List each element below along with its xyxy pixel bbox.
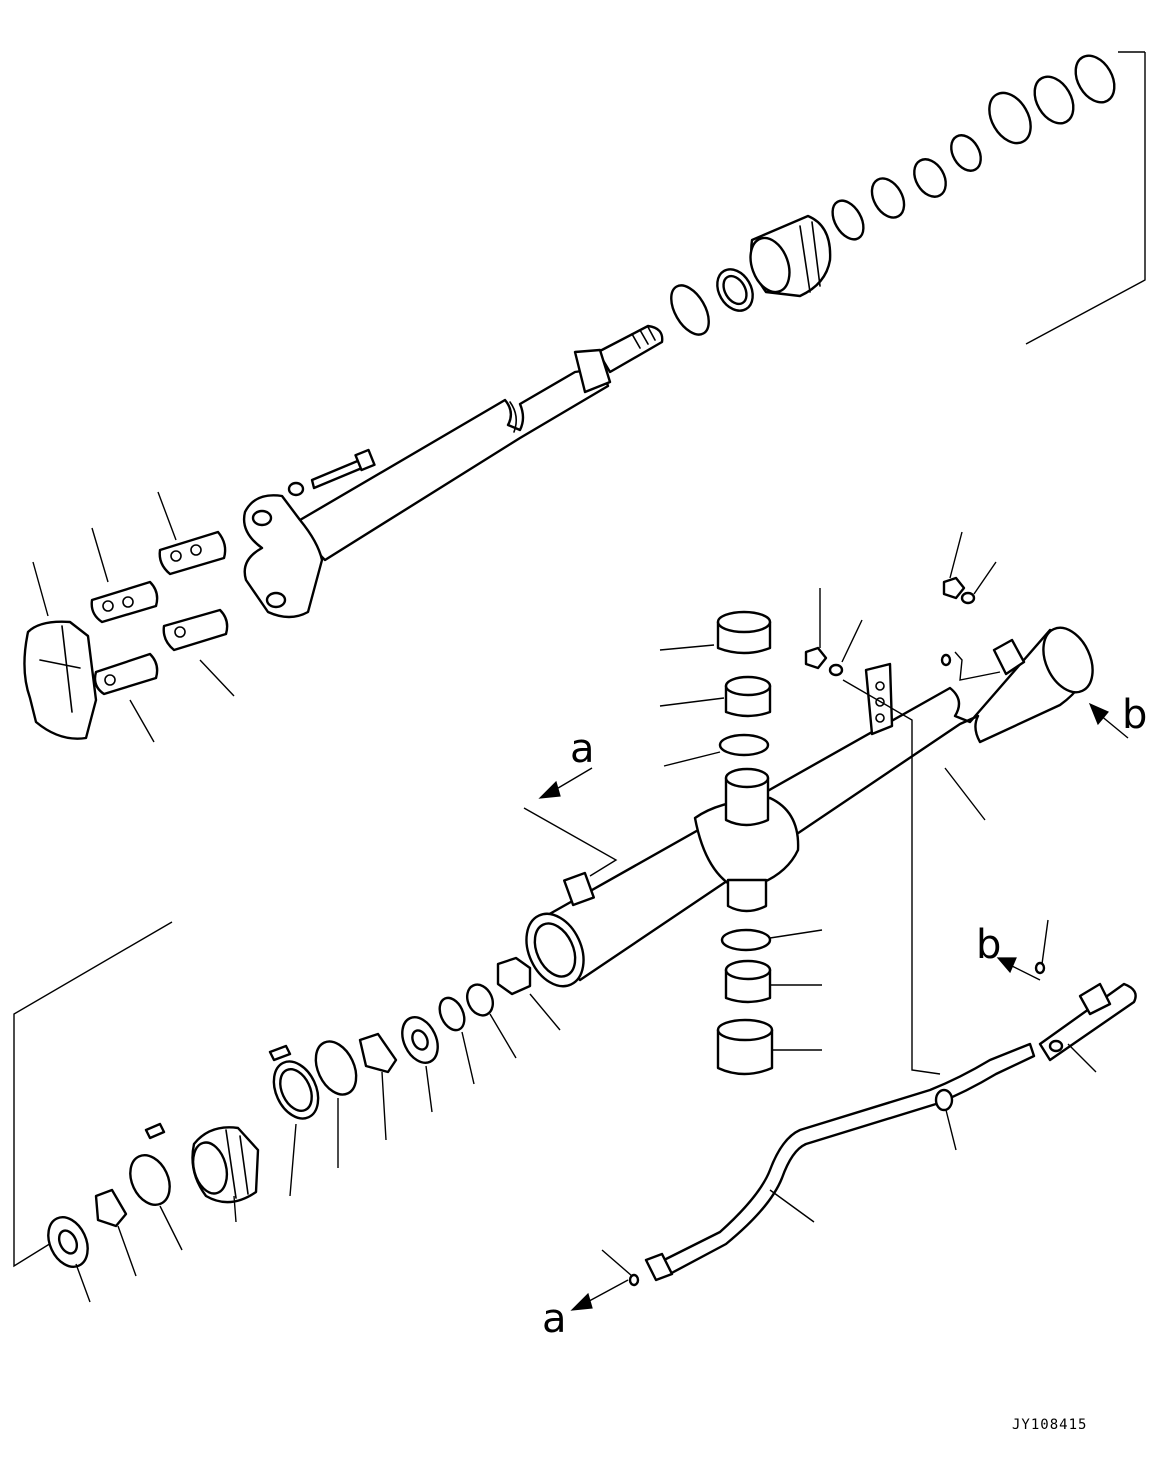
hose-pipe <box>658 1042 1036 1278</box>
rod-eye-hole <box>251 509 273 527</box>
hex-bolt <box>310 458 364 490</box>
collar <box>465 983 495 1017</box>
buffer-ring <box>950 134 982 172</box>
trunnion-o-ring <box>718 733 770 757</box>
snap-ring <box>670 284 710 336</box>
shim-plate <box>90 580 159 624</box>
nut <box>942 576 966 600</box>
backup-ring <box>314 1040 358 1096</box>
shim-plate <box>162 608 229 652</box>
bolt-head <box>354 448 376 472</box>
wear-ring <box>129 1154 171 1206</box>
o-ring-small <box>940 653 952 667</box>
washer <box>828 663 844 677</box>
hose-fitting <box>1078 982 1112 1016</box>
clamp-parts <box>23 491 235 743</box>
arrow-a-lower-label: a <box>542 1296 567 1342</box>
trunnion-pin-bottom <box>726 878 768 913</box>
dust-seal <box>831 199 865 241</box>
rod-end-thread <box>596 324 664 374</box>
port-block <box>563 871 595 907</box>
arrow-a-lower-head <box>570 1292 593 1311</box>
o-ring <box>988 91 1032 145</box>
arrow-b-lower-label: b <box>976 922 1001 968</box>
arrow-a-upper-label: a <box>570 726 595 772</box>
o-ring <box>438 996 466 1032</box>
tube-bottom <box>1042 626 1094 694</box>
trunnion-top <box>724 767 770 789</box>
arrow-b-lower-head <box>996 957 1017 974</box>
hose-fitting <box>644 1252 674 1282</box>
washer <box>960 591 976 605</box>
mounting-bracket <box>864 662 894 736</box>
nut <box>804 646 828 670</box>
cylinder-tube-assembly <box>523 531 1094 1076</box>
lock-plate <box>358 1032 398 1074</box>
piston-rod-assembly <box>242 51 1146 619</box>
piston-nut <box>496 956 532 996</box>
o-ring-small <box>1034 961 1046 975</box>
bushing <box>913 158 947 198</box>
piston-assembly <box>13 921 561 1303</box>
backup-ring <box>1033 75 1075 125</box>
pin <box>268 1044 292 1062</box>
piston-rod <box>298 366 610 562</box>
clip <box>1048 1039 1064 1053</box>
rod-shoulder <box>573 348 612 394</box>
arrow-b-upper-label: b <box>1122 692 1147 738</box>
lock-plate <box>94 1188 128 1228</box>
pin <box>144 1122 166 1140</box>
rod-eye-hole <box>265 591 287 609</box>
bearing-cap <box>23 620 98 740</box>
o-ring-small <box>628 1273 640 1287</box>
rod-packing <box>870 177 906 219</box>
hose-pipe-right <box>1038 982 1137 1062</box>
washer <box>287 481 305 497</box>
arrow-a-upper-head <box>538 780 561 799</box>
clip <box>934 1088 954 1112</box>
arrow-b-upper-head <box>1088 702 1109 726</box>
o-ring <box>1074 54 1116 104</box>
trunnion-o-ring <box>720 928 772 952</box>
cylinder-tube <box>528 628 1089 982</box>
shim-plate <box>93 652 159 696</box>
drawing-code: JY108415 <box>1012 1417 1087 1433</box>
hose-assembly <box>601 919 1137 1287</box>
direction-arrows: a b b a <box>538 692 1147 1342</box>
tube-end-bracket <box>992 638 1026 676</box>
